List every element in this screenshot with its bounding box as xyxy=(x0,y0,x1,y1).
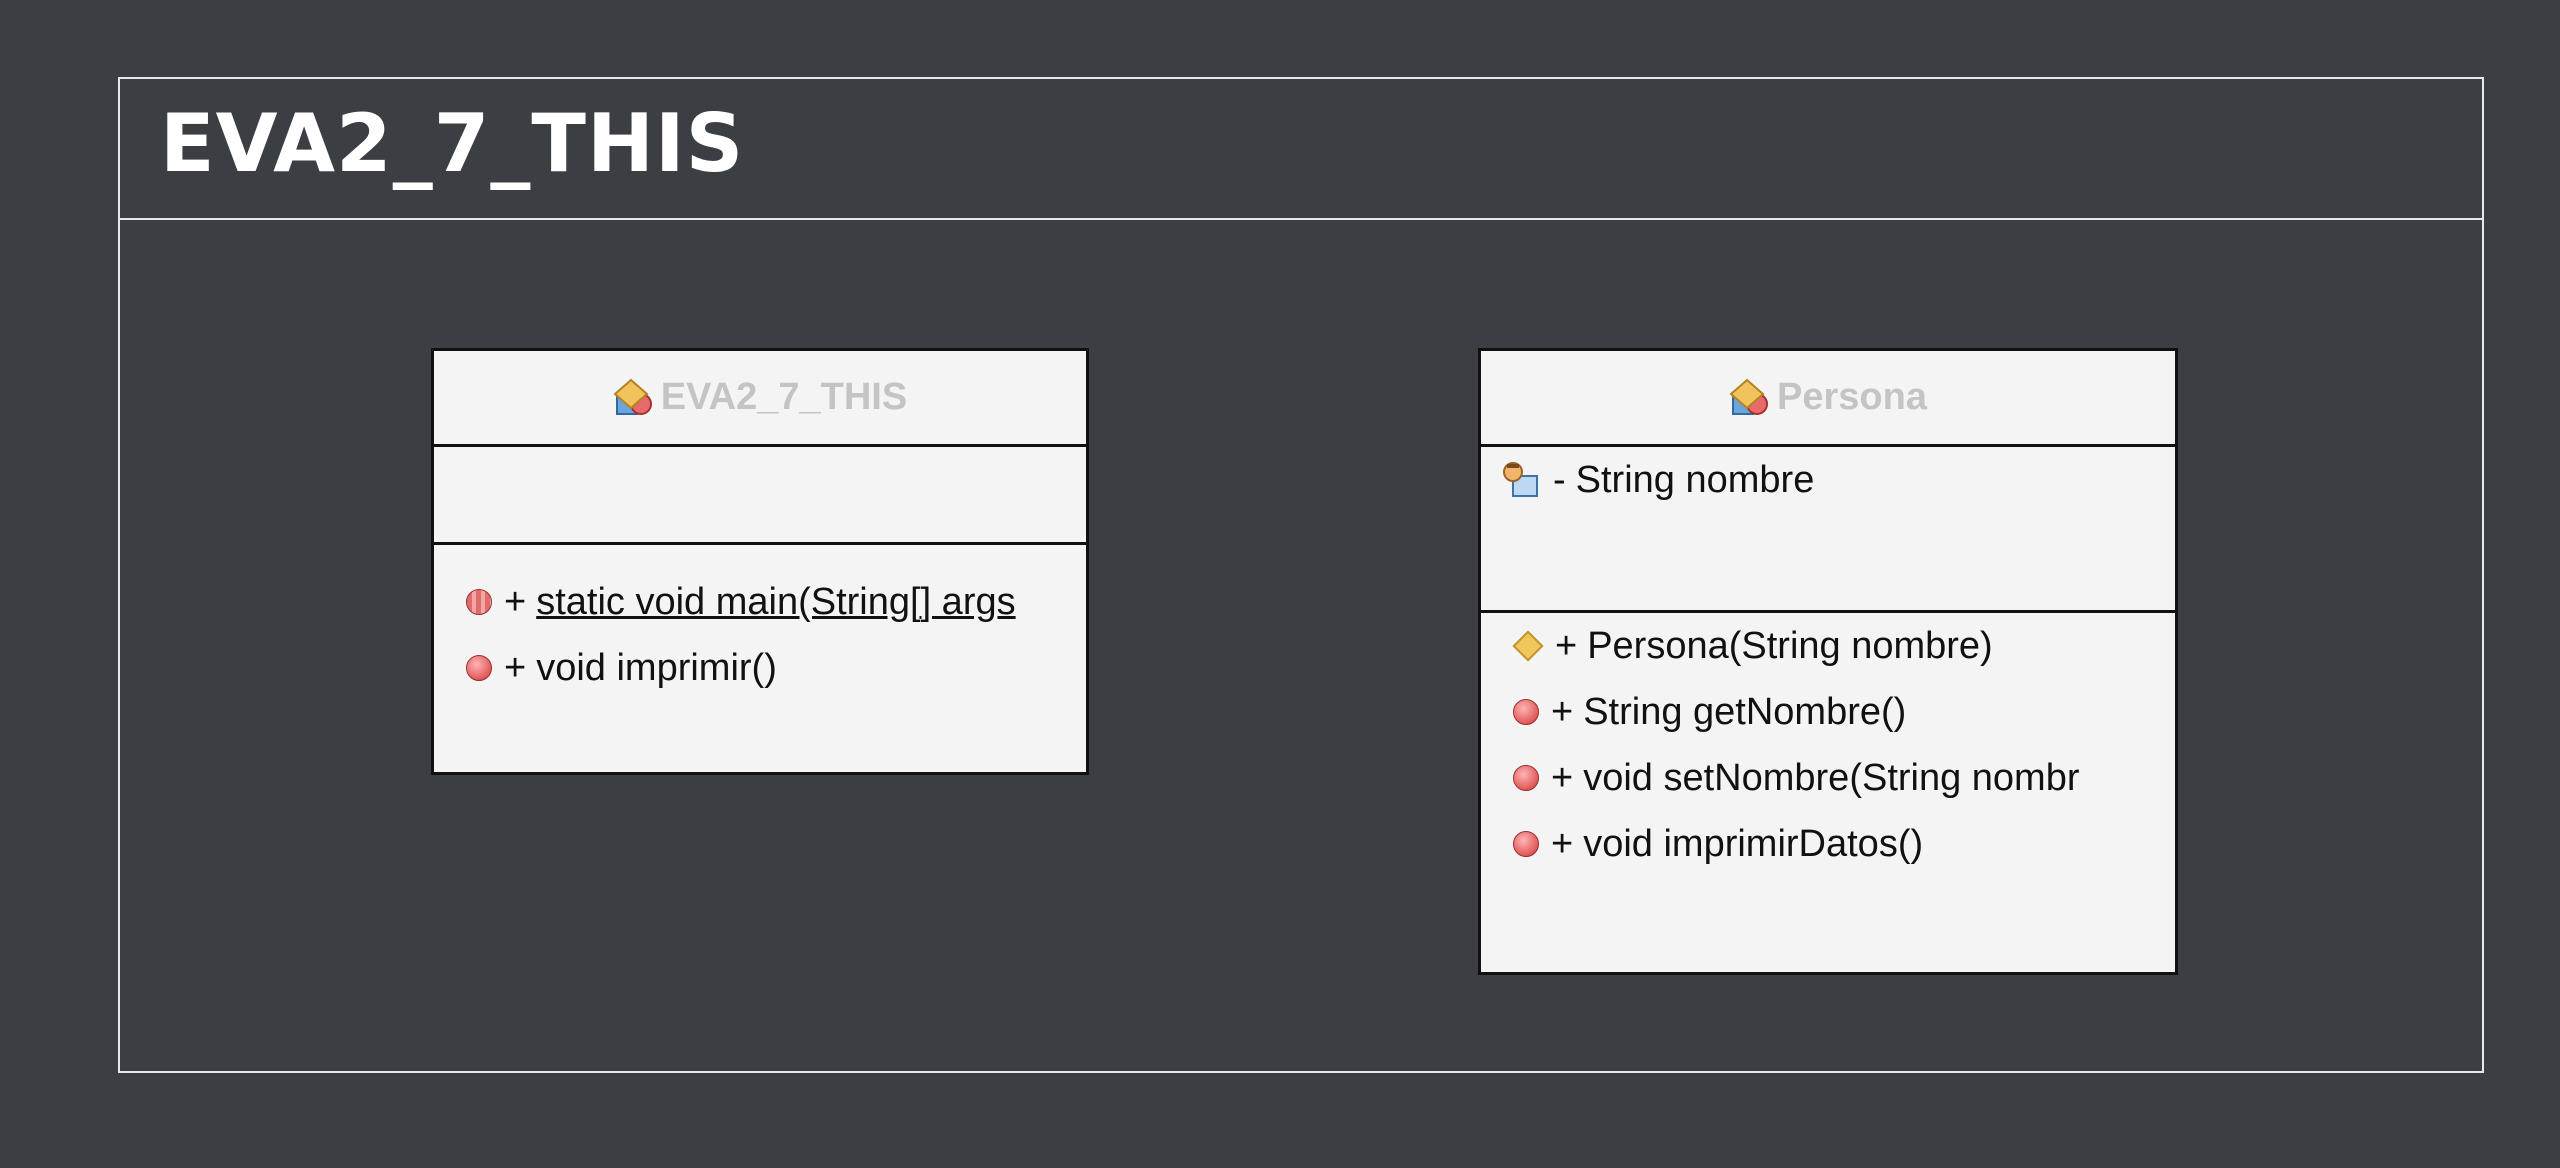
field-icon xyxy=(1503,462,1538,497)
method-row[interactable]: + void imprimirDatos() xyxy=(1481,811,2175,877)
class-icon xyxy=(613,378,652,415)
method-row[interactable]: + Persona(String nombre) xyxy=(1481,613,2175,679)
method-signature: Persona(String nombre) xyxy=(1587,624,1993,667)
method-signature: void imprimirDatos() xyxy=(1583,822,1924,865)
visibility-marker: + xyxy=(1555,624,1578,667)
class-header: Persona xyxy=(1481,351,2175,447)
constructor-icon xyxy=(1512,630,1544,662)
attribute-row[interactable]: - String nombre xyxy=(1481,447,2175,513)
visibility-marker: + xyxy=(1551,822,1574,865)
method-signature: String getNombre() xyxy=(1583,690,1907,733)
method-row[interactable]: + void imprimir() xyxy=(434,635,1086,701)
visibility-marker: + xyxy=(504,580,527,623)
method-row[interactable]: + void setNombre(String nombr xyxy=(1481,745,2175,811)
method-signature: static void main(String[] args xyxy=(536,580,1016,623)
class-icon xyxy=(1729,378,1769,415)
class-name: Persona xyxy=(1777,376,1927,418)
visibility-marker: + xyxy=(1551,756,1574,799)
attributes-compartment: - String nombre xyxy=(1481,447,2175,613)
visibility-marker: + xyxy=(1551,690,1574,733)
visibility-marker: - xyxy=(1553,458,1566,501)
methods-compartment: + static void main(String[] args + void … xyxy=(434,545,1086,701)
method-signature: void imprimir() xyxy=(536,646,777,689)
method-row[interactable]: + static void main(String[] args xyxy=(434,569,1086,635)
attributes-compartment xyxy=(434,447,1086,545)
method-icon xyxy=(1513,765,1539,791)
method-icon xyxy=(1513,699,1539,725)
attribute-signature: String nombre xyxy=(1575,458,1815,501)
class-box-eva2-7-this[interactable]: EVA2_7_THIS + static void main(String[] … xyxy=(431,348,1089,775)
package-title: EVA2_7_THIS xyxy=(160,97,745,190)
class-header: EVA2_7_THIS xyxy=(434,351,1086,447)
package-frame: EVA2_7_THIS xyxy=(118,77,2484,1073)
method-signature: void setNombre(String nombr xyxy=(1583,756,2080,799)
method-icon xyxy=(1513,831,1539,857)
package-title-bar: EVA2_7_THIS xyxy=(120,79,2482,220)
visibility-marker: + xyxy=(504,646,527,689)
static-method-icon xyxy=(466,589,492,615)
methods-compartment: + Persona(String nombre) + String getNom… xyxy=(1481,613,2175,877)
method-icon xyxy=(466,655,492,681)
class-box-persona[interactable]: Persona - String nombre + Persona(String… xyxy=(1478,348,2178,975)
method-row[interactable]: + String getNombre() xyxy=(1481,679,2175,745)
class-name: EVA2_7_THIS xyxy=(660,376,908,418)
